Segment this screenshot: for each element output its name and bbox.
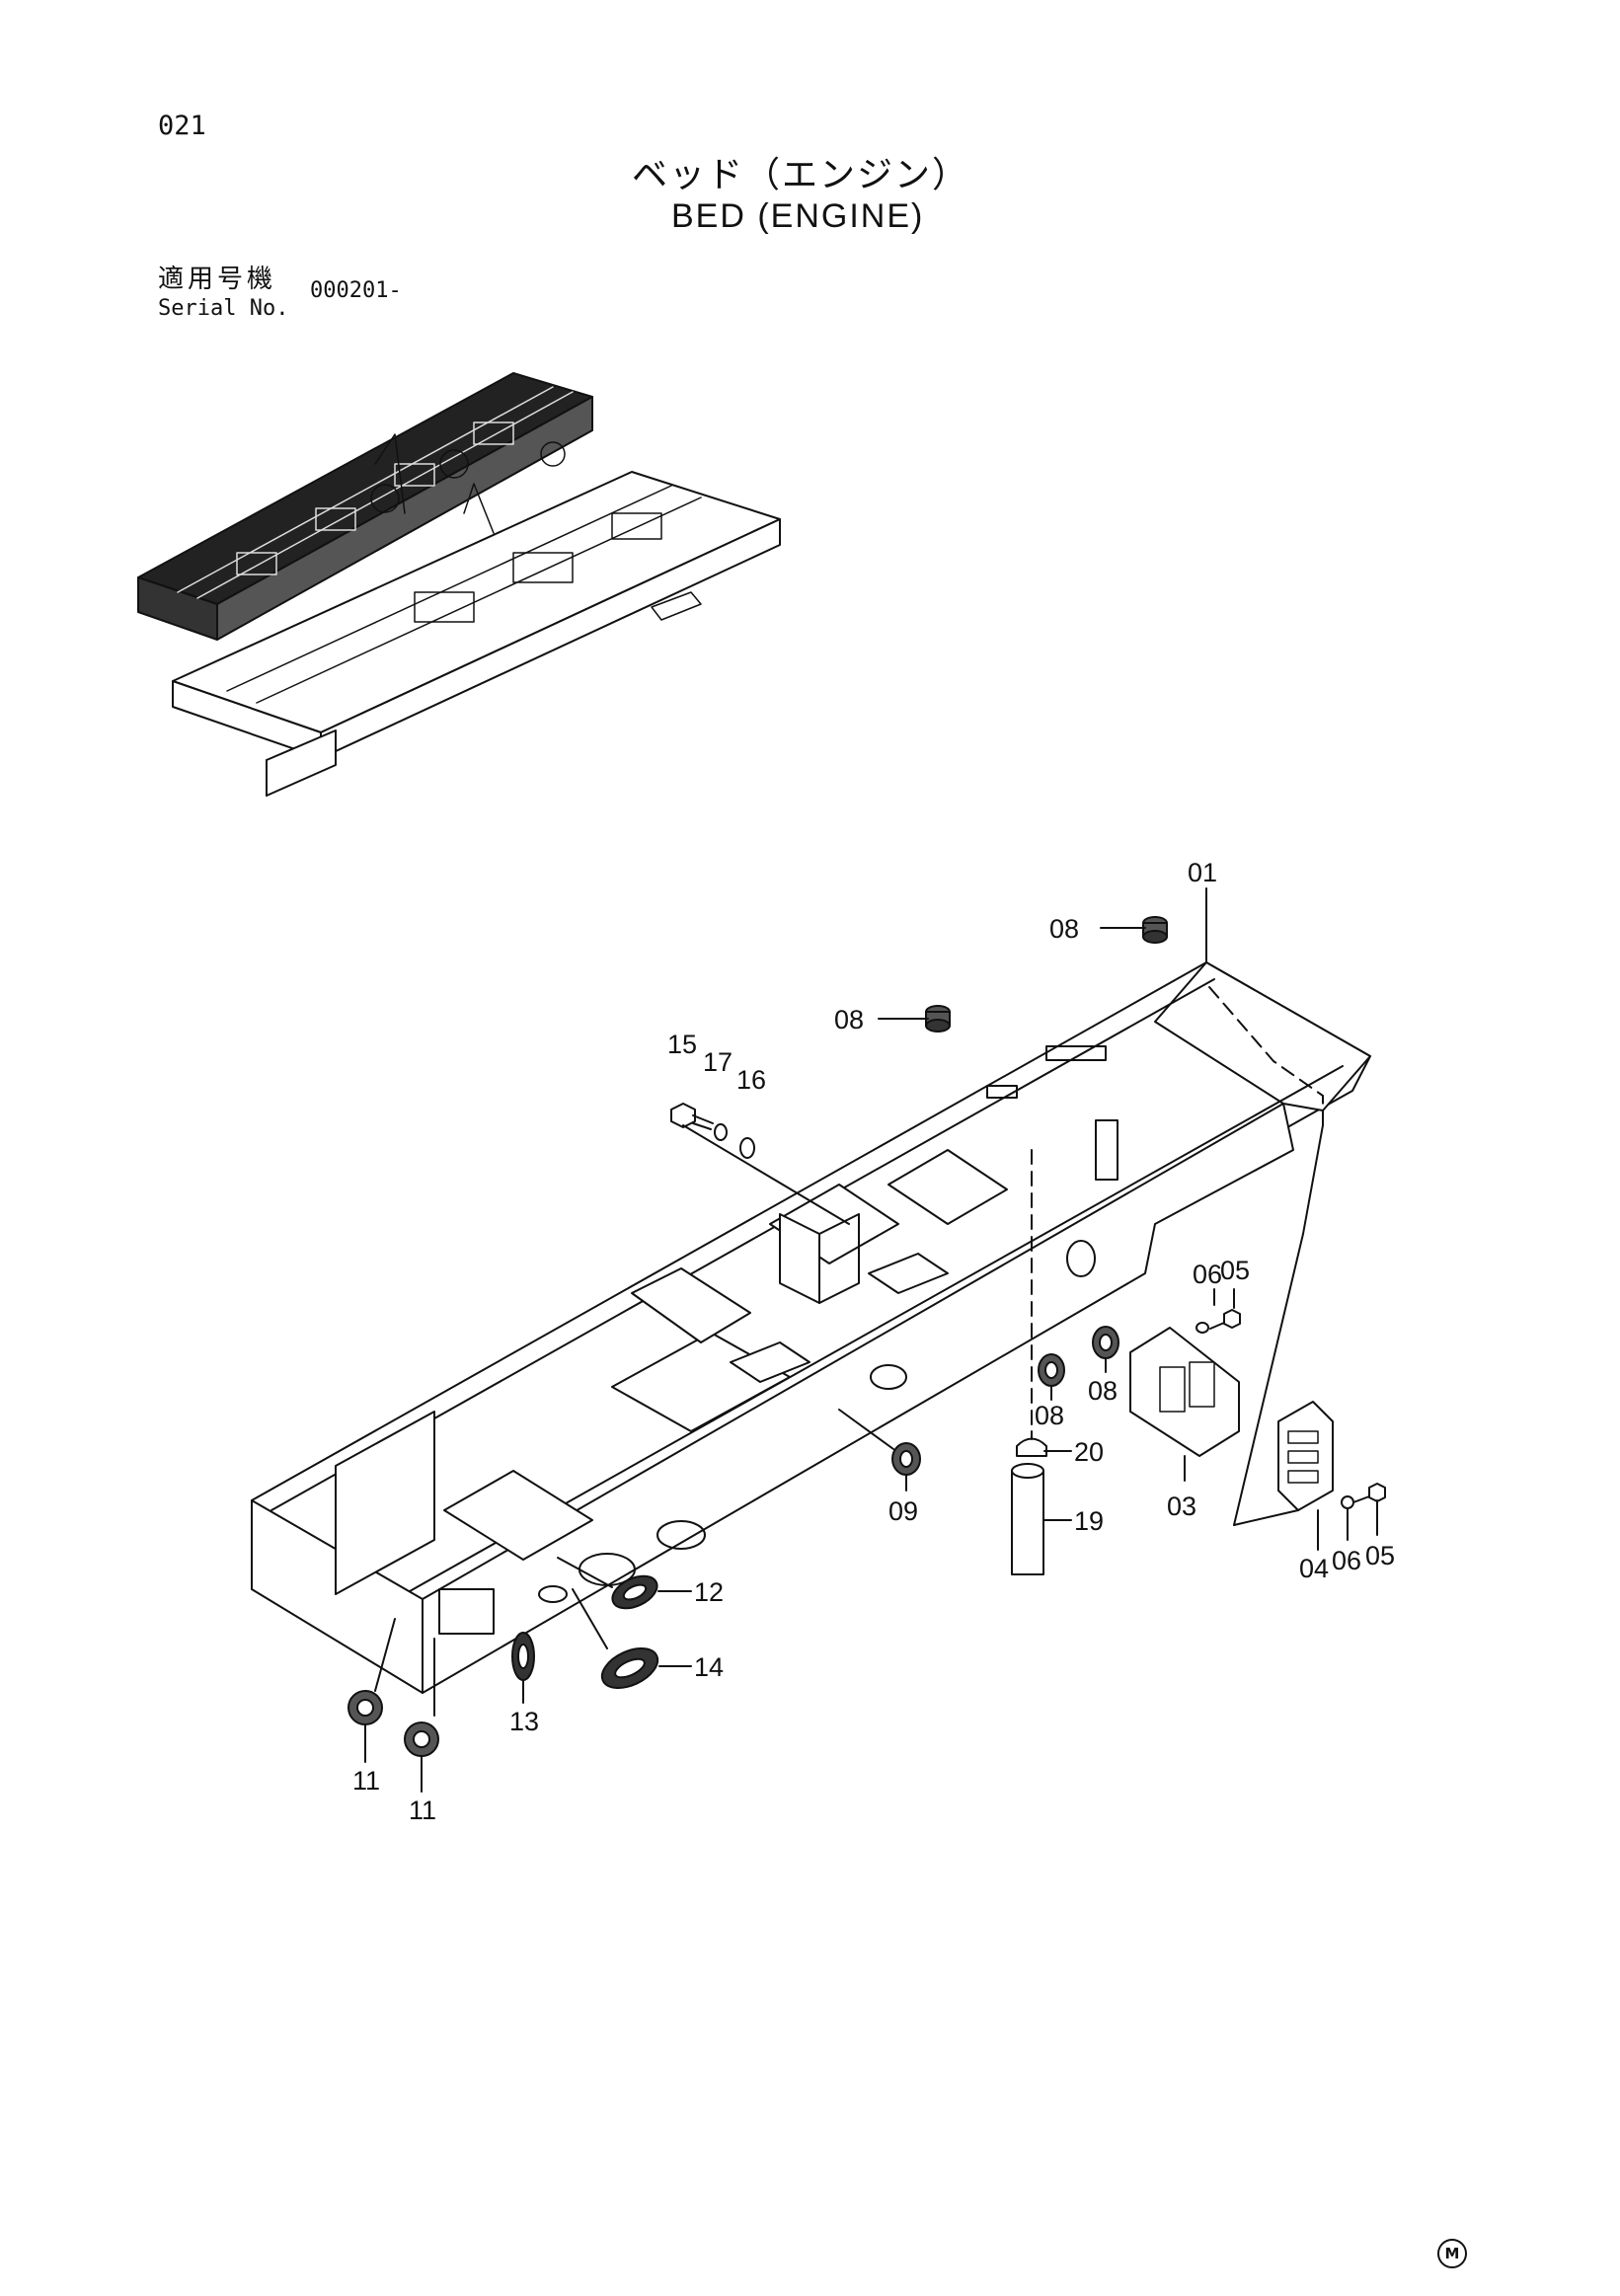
callout-11: 11: [409, 1796, 436, 1825]
hardware-parts: [347, 916, 1386, 1793]
callout-14: 14: [694, 1652, 724, 1682]
callout-06: 06: [1193, 1260, 1222, 1289]
callout-12: 12: [694, 1577, 724, 1607]
callout-09: 09: [888, 1496, 918, 1526]
callout-17: 17: [703, 1047, 733, 1077]
callout-04: 04: [1299, 1554, 1329, 1583]
callout-19: 19: [1074, 1506, 1104, 1536]
serial-number-range: 000201-: [310, 278, 402, 303]
callout-03: 03: [1167, 1492, 1196, 1521]
callout-11: 11: [352, 1766, 380, 1796]
corner-mark: M: [1437, 2239, 1467, 2268]
callout-20: 20: [1074, 1437, 1104, 1467]
page-number: 021: [158, 111, 206, 141]
callout-08: 08: [834, 1005, 864, 1034]
callout-15: 15: [667, 1030, 697, 1059]
callout-06: 06: [1332, 1546, 1361, 1575]
callout-01: 01: [1188, 858, 1217, 887]
serial-label-japanese: 適用号機: [158, 265, 277, 294]
callout-08: 08: [1049, 914, 1079, 944]
bed-frame-drawing: [251, 887, 1371, 1694]
callout-05: 05: [1220, 1256, 1250, 1285]
callout-labels: 01 08 08 15 17 16 06 05 08 08 20 09 19 0…: [352, 858, 1395, 1825]
serial-label-english: Serial No.: [158, 296, 289, 321]
callout-05: 05: [1365, 1541, 1395, 1570]
callout-13: 13: [509, 1707, 539, 1736]
callout-08: 08: [1035, 1401, 1064, 1430]
callout-16: 16: [736, 1065, 766, 1095]
overview-illustration: [137, 372, 781, 797]
title-english: BED (ENGINE): [671, 197, 925, 235]
title-japanese: ベッド（エンジン）: [632, 155, 970, 195]
cover-plates-drawing: [1129, 1124, 1334, 1526]
callout-08: 08: [1088, 1376, 1118, 1406]
